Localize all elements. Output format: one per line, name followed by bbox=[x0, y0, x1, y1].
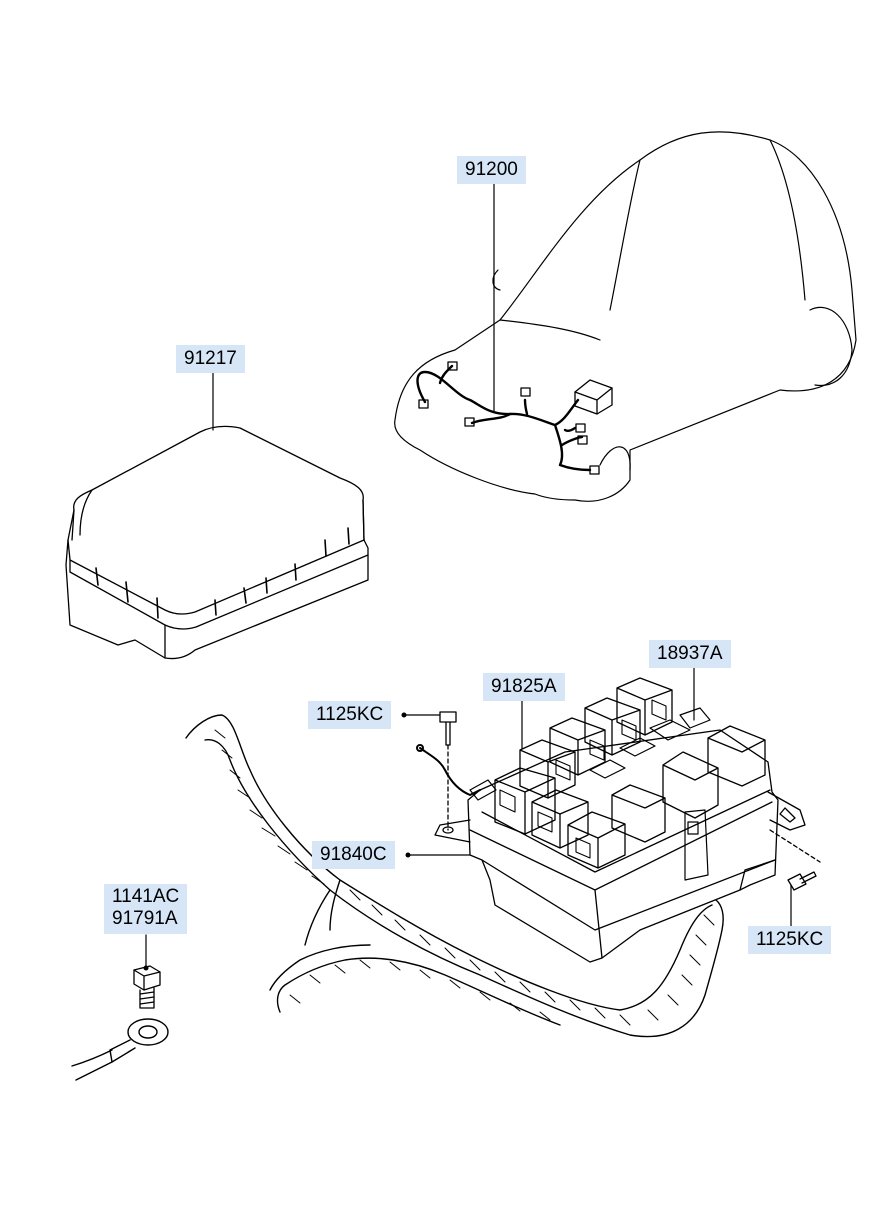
part-label-junction-box[interactable]: 91840C bbox=[312, 841, 395, 869]
junction-box-left-tab bbox=[435, 820, 470, 842]
harness-tube-texture bbox=[215, 730, 714, 1025]
part-label-harness[interactable]: 91200 bbox=[457, 156, 526, 184]
junction-box-body bbox=[468, 730, 778, 962]
ground-eyelet-cable bbox=[72, 1019, 168, 1080]
leader-lines bbox=[146, 184, 791, 968]
junction-box-lead bbox=[417, 745, 496, 800]
part-label-bolt-line2: 91791A bbox=[112, 908, 178, 929]
part-label-bolt-line1: 1141AC bbox=[112, 886, 180, 907]
screw-upper bbox=[440, 712, 456, 830]
main-harness-tube bbox=[186, 715, 723, 1037]
part-label-screw-lower[interactable]: 1125KC bbox=[748, 926, 832, 954]
junction-box-bracket bbox=[768, 792, 820, 862]
wiring-harness bbox=[418, 366, 591, 470]
bolt bbox=[134, 966, 160, 1008]
leader-dots bbox=[143, 712, 411, 971]
part-label-bolt[interactable]: 1141AC 91791A bbox=[104, 884, 188, 934]
relay-clips bbox=[590, 708, 710, 880]
fuse-blocks bbox=[495, 678, 765, 868]
screw-lower bbox=[788, 872, 816, 890]
part-label-relay[interactable]: 18937A bbox=[649, 640, 731, 668]
fuse-box-cover bbox=[66, 426, 368, 658]
vehicle-outline bbox=[395, 132, 856, 501]
fuse-slots bbox=[500, 700, 666, 858]
part-label-cover[interactable]: 91217 bbox=[176, 345, 245, 373]
part-label-fuse[interactable]: 91825A bbox=[483, 673, 565, 701]
harness-connectors bbox=[419, 362, 612, 474]
cover-ribs bbox=[96, 528, 349, 618]
part-label-screw-upper[interactable]: 1125KC bbox=[308, 701, 392, 729]
